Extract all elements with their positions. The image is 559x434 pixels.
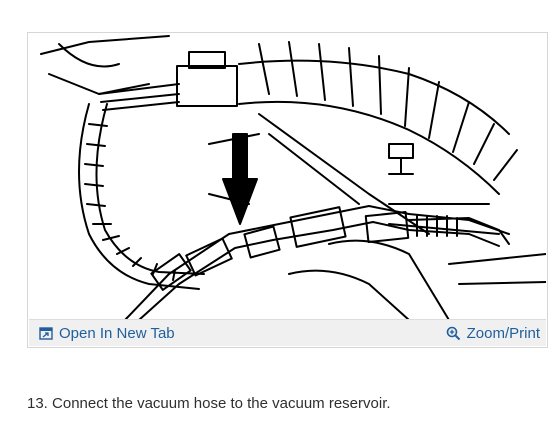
step-instruction: 13. Connect the vacuum hose to the vacuu… bbox=[27, 395, 391, 412]
zoom-print-label: Zoom/Print bbox=[466, 324, 540, 342]
magnifier-icon bbox=[446, 326, 460, 340]
figure-toolbar: Open In New Tab Zoom/Print bbox=[29, 319, 546, 346]
open-in-new-tab-label: Open In New Tab bbox=[59, 324, 175, 342]
open-new-tab-icon bbox=[39, 326, 53, 340]
vacuum-hose-illustration bbox=[40, 35, 546, 320]
zoom-print-link[interactable]: Zoom/Print bbox=[446, 325, 540, 342]
figure-container: Open In New Tab Zoom/Print bbox=[27, 32, 548, 348]
open-in-new-tab-link[interactable]: Open In New Tab bbox=[39, 325, 175, 342]
